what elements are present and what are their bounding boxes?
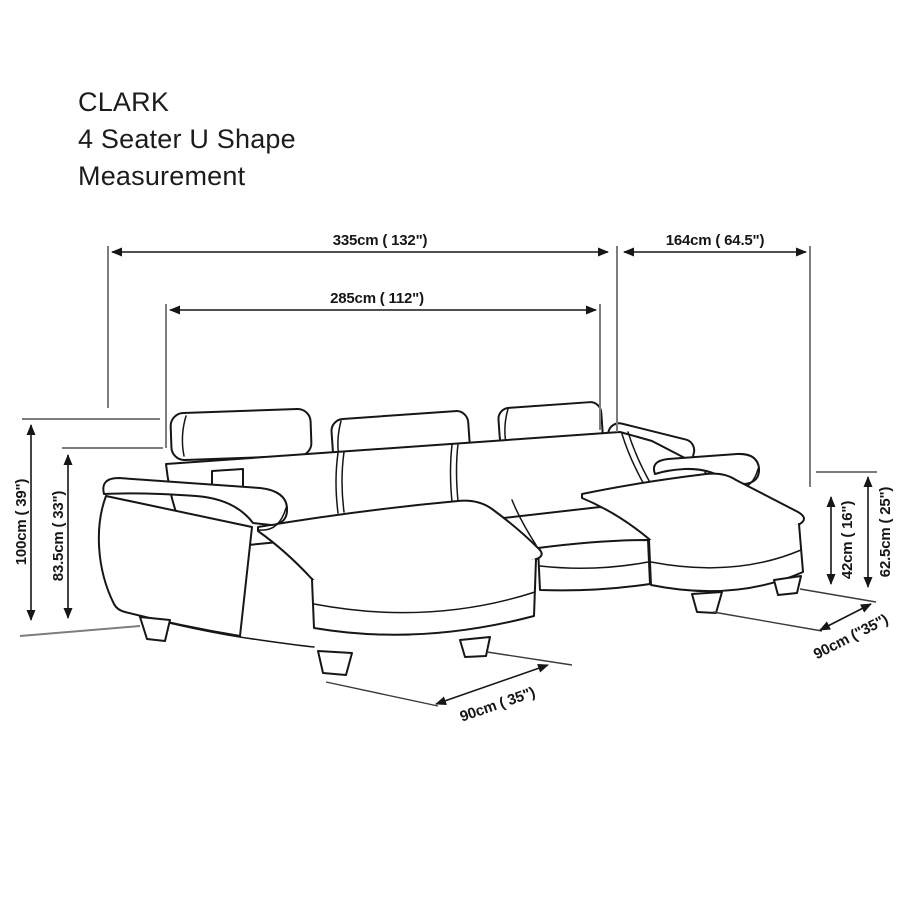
dimension-label-seat-height: 42cm ( 16") [839, 501, 856, 579]
sofa-leg [139, 616, 171, 642]
dimension-total-height: 100cm ( 39") [13, 424, 36, 621]
extension-lines [19, 246, 877, 707]
dimension-arm-height: 62.5cm ( 25") [863, 476, 894, 588]
dimension-label-overall-width: 335cm ( 132") [333, 232, 428, 249]
dimension-overall-width: 335cm ( 132") [111, 232, 609, 257]
dimension-seat-height: 42cm ( 16") [826, 496, 856, 585]
dimension-label-arm-height: 62.5cm ( 25") [877, 487, 894, 578]
middle-seat-front [537, 539, 651, 592]
product-subtitle: 4 Seater U Shape [78, 124, 296, 154]
dimension-label-total-height: 100cm ( 39") [13, 479, 30, 566]
dimension-inner-width: 285cm ( 112") [169, 290, 597, 315]
dimension-back-height: 83.5cm ( 33") [50, 454, 73, 619]
dimension-label-right-chaise-depth: 90cm ("35") [811, 611, 891, 663]
dimension-left-chaise-depth: 90cm ( 35") [435, 664, 549, 726]
dimension-right-chaise-depth: 90cm ("35") [811, 603, 891, 663]
left-arm-panel [97, 495, 253, 637]
headrest-cushion [169, 408, 313, 461]
sofa-illustration [97, 401, 805, 676]
product-caption: Measurement [78, 161, 246, 191]
dimension-label-back-height: 83.5cm ( 33") [50, 491, 67, 582]
sofa-leg [773, 575, 802, 596]
left-chaise-base [311, 558, 537, 636]
sofa-leg [317, 650, 353, 676]
right-armrest [652, 452, 761, 485]
dimension-right-section-width: 164cm ( 64.5") [623, 232, 807, 257]
left-armrest [102, 477, 289, 526]
dimension-label-right-section-width: 164cm ( 64.5") [666, 232, 765, 249]
dimension-label-left-chaise-depth: 90cm ( 35") [458, 684, 538, 726]
right-chaise-base [648, 523, 804, 593]
sofa-leg [691, 591, 723, 614]
product-name: CLARK [78, 87, 170, 117]
sofa-leg [459, 636, 491, 658]
product-title-block: CLARK 4 Seater U Shape Measurement [78, 84, 296, 195]
dimension-label-inner-width: 285cm ( 112") [330, 290, 424, 307]
